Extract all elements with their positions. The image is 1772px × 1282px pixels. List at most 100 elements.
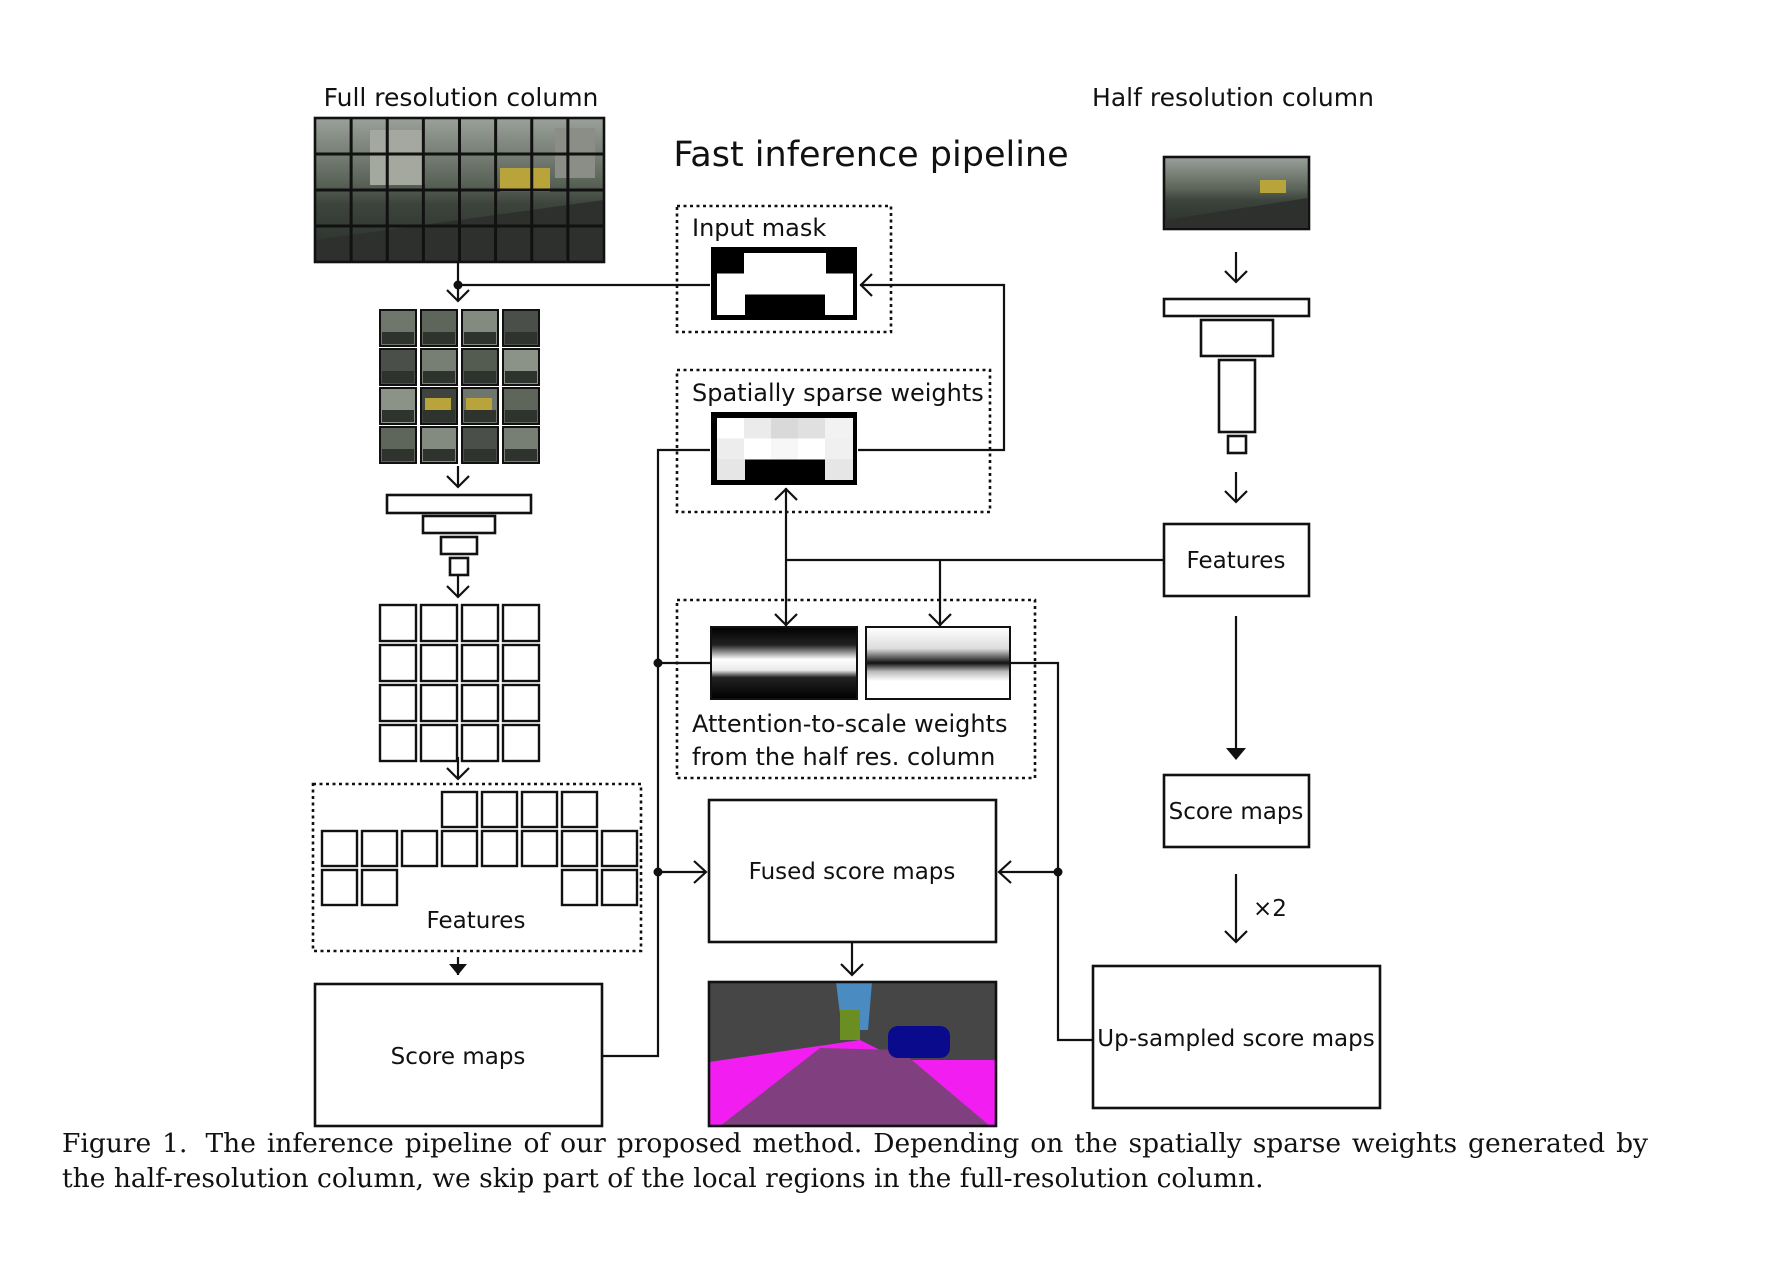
attention-label-line1: Attention-to-scale weights (692, 710, 1008, 738)
weight-cell (717, 418, 745, 439)
region-crop (461, 387, 499, 425)
fused-label: Fused score maps (749, 859, 956, 885)
caption-text: The inference pipeline of our proposed m… (62, 1128, 1649, 1194)
score-maps-right-box: Score maps (1162, 773, 1311, 849)
feature-cell (501, 683, 541, 723)
feature-cell (378, 683, 418, 723)
region-crop (379, 309, 417, 347)
feature-cell (378, 643, 418, 683)
feature-cell (460, 683, 500, 723)
weight-cell (771, 418, 799, 439)
weight-cell (744, 438, 772, 460)
half-res-column-title: Half resolution column (1092, 83, 1374, 112)
feature-cell (460, 603, 500, 643)
region-crop (379, 348, 417, 386)
sparse-weights-label: Spatially sparse weights (692, 379, 984, 407)
feature-cell (480, 829, 519, 868)
feature-cell (419, 643, 459, 683)
half-res-network (1162, 297, 1311, 455)
feature-cell (501, 723, 541, 763)
region-crop (379, 426, 417, 464)
mask-cell (717, 294, 745, 315)
feature-cell (501, 603, 541, 643)
region-crop (379, 387, 417, 425)
junction-dot (453, 280, 463, 290)
sparse-weights-block: Spatially sparse weights (675, 368, 992, 514)
feature-cell (320, 868, 359, 907)
feature-cell (501, 643, 541, 683)
weight-cell (798, 418, 826, 439)
region-crop (502, 426, 540, 464)
feature-cell (460, 643, 500, 683)
weight-cell (717, 459, 745, 480)
feature-cell (320, 829, 359, 868)
feature-cell (460, 723, 500, 763)
feature-cell (419, 683, 459, 723)
weight-cell (825, 438, 853, 460)
input-mask-label: Input mask (692, 214, 826, 242)
weight-cell (717, 438, 745, 460)
feature-cell (600, 868, 639, 907)
feature-cell (560, 868, 599, 907)
mask-cell (825, 273, 853, 295)
weight-cell (771, 438, 799, 460)
feature-cell (400, 829, 439, 868)
region-crop (502, 387, 540, 425)
fused-score-maps-box: Fused score maps (707, 798, 998, 944)
connector-lines (446, 252, 1248, 1058)
feature-cell (600, 829, 639, 868)
feature-cell (360, 868, 399, 907)
feature-cell (419, 723, 459, 763)
caption-label: Figure 1. (62, 1128, 188, 1159)
feature-cell (440, 829, 479, 868)
score-maps-right-label: Score maps (1169, 799, 1304, 825)
features-left-label: Features (427, 908, 526, 934)
mask-cell (798, 253, 826, 274)
upsampled-label: Up-sampled score maps (1097, 1026, 1374, 1052)
full-res-input-image (313, 116, 606, 264)
features-right-box: Features (1162, 522, 1311, 598)
feature-cell (378, 603, 418, 643)
attention-map-full (710, 626, 858, 700)
full-res-features-block: Features (311, 782, 643, 953)
upsample-factor: ×2 (1253, 896, 1287, 922)
feature-cell (520, 790, 559, 829)
attention-map-half (865, 626, 1011, 700)
score-maps-left-box: Score maps (313, 982, 604, 1128)
feature-cell (419, 603, 459, 643)
weight-cell (798, 438, 826, 460)
feature-cell (378, 723, 418, 763)
full-res-feature-grid (378, 603, 541, 763)
mask-cell (744, 273, 772, 295)
mask-cell (744, 253, 772, 274)
mask-cell (798, 273, 826, 295)
attention-label-line2: from the half res. column (692, 743, 995, 771)
region-crop (461, 426, 499, 464)
score-maps-left-label: Score maps (391, 1044, 526, 1070)
upsampled-score-maps-box: Up-sampled score maps (1091, 964, 1382, 1110)
region-crop (420, 426, 458, 464)
pipeline-title: Fast inference pipeline (673, 135, 1068, 175)
full-res-column-title: Full resolution column (324, 83, 599, 112)
full-res-crops (379, 309, 540, 464)
mask-cell (825, 294, 853, 315)
region-crop (461, 309, 499, 347)
feature-cell (360, 829, 399, 868)
region-crop (461, 348, 499, 386)
mask-cell (771, 253, 799, 274)
full-res-network (385, 493, 533, 577)
feature-cell (560, 790, 599, 829)
input-mask-block: Input mask (675, 204, 893, 334)
feature-cell (560, 829, 599, 868)
half-res-input-image (1162, 155, 1311, 231)
features-right-label: Features (1187, 548, 1286, 574)
weight-cell (744, 418, 772, 439)
weight-cell (825, 418, 853, 439)
mask-cell (717, 273, 745, 295)
figure-caption: Figure 1.The inference pipeline of our p… (62, 1126, 1648, 1196)
weight-cell (825, 459, 853, 480)
feature-cell (440, 790, 479, 829)
region-crop (420, 309, 458, 347)
region-crop (502, 348, 540, 386)
